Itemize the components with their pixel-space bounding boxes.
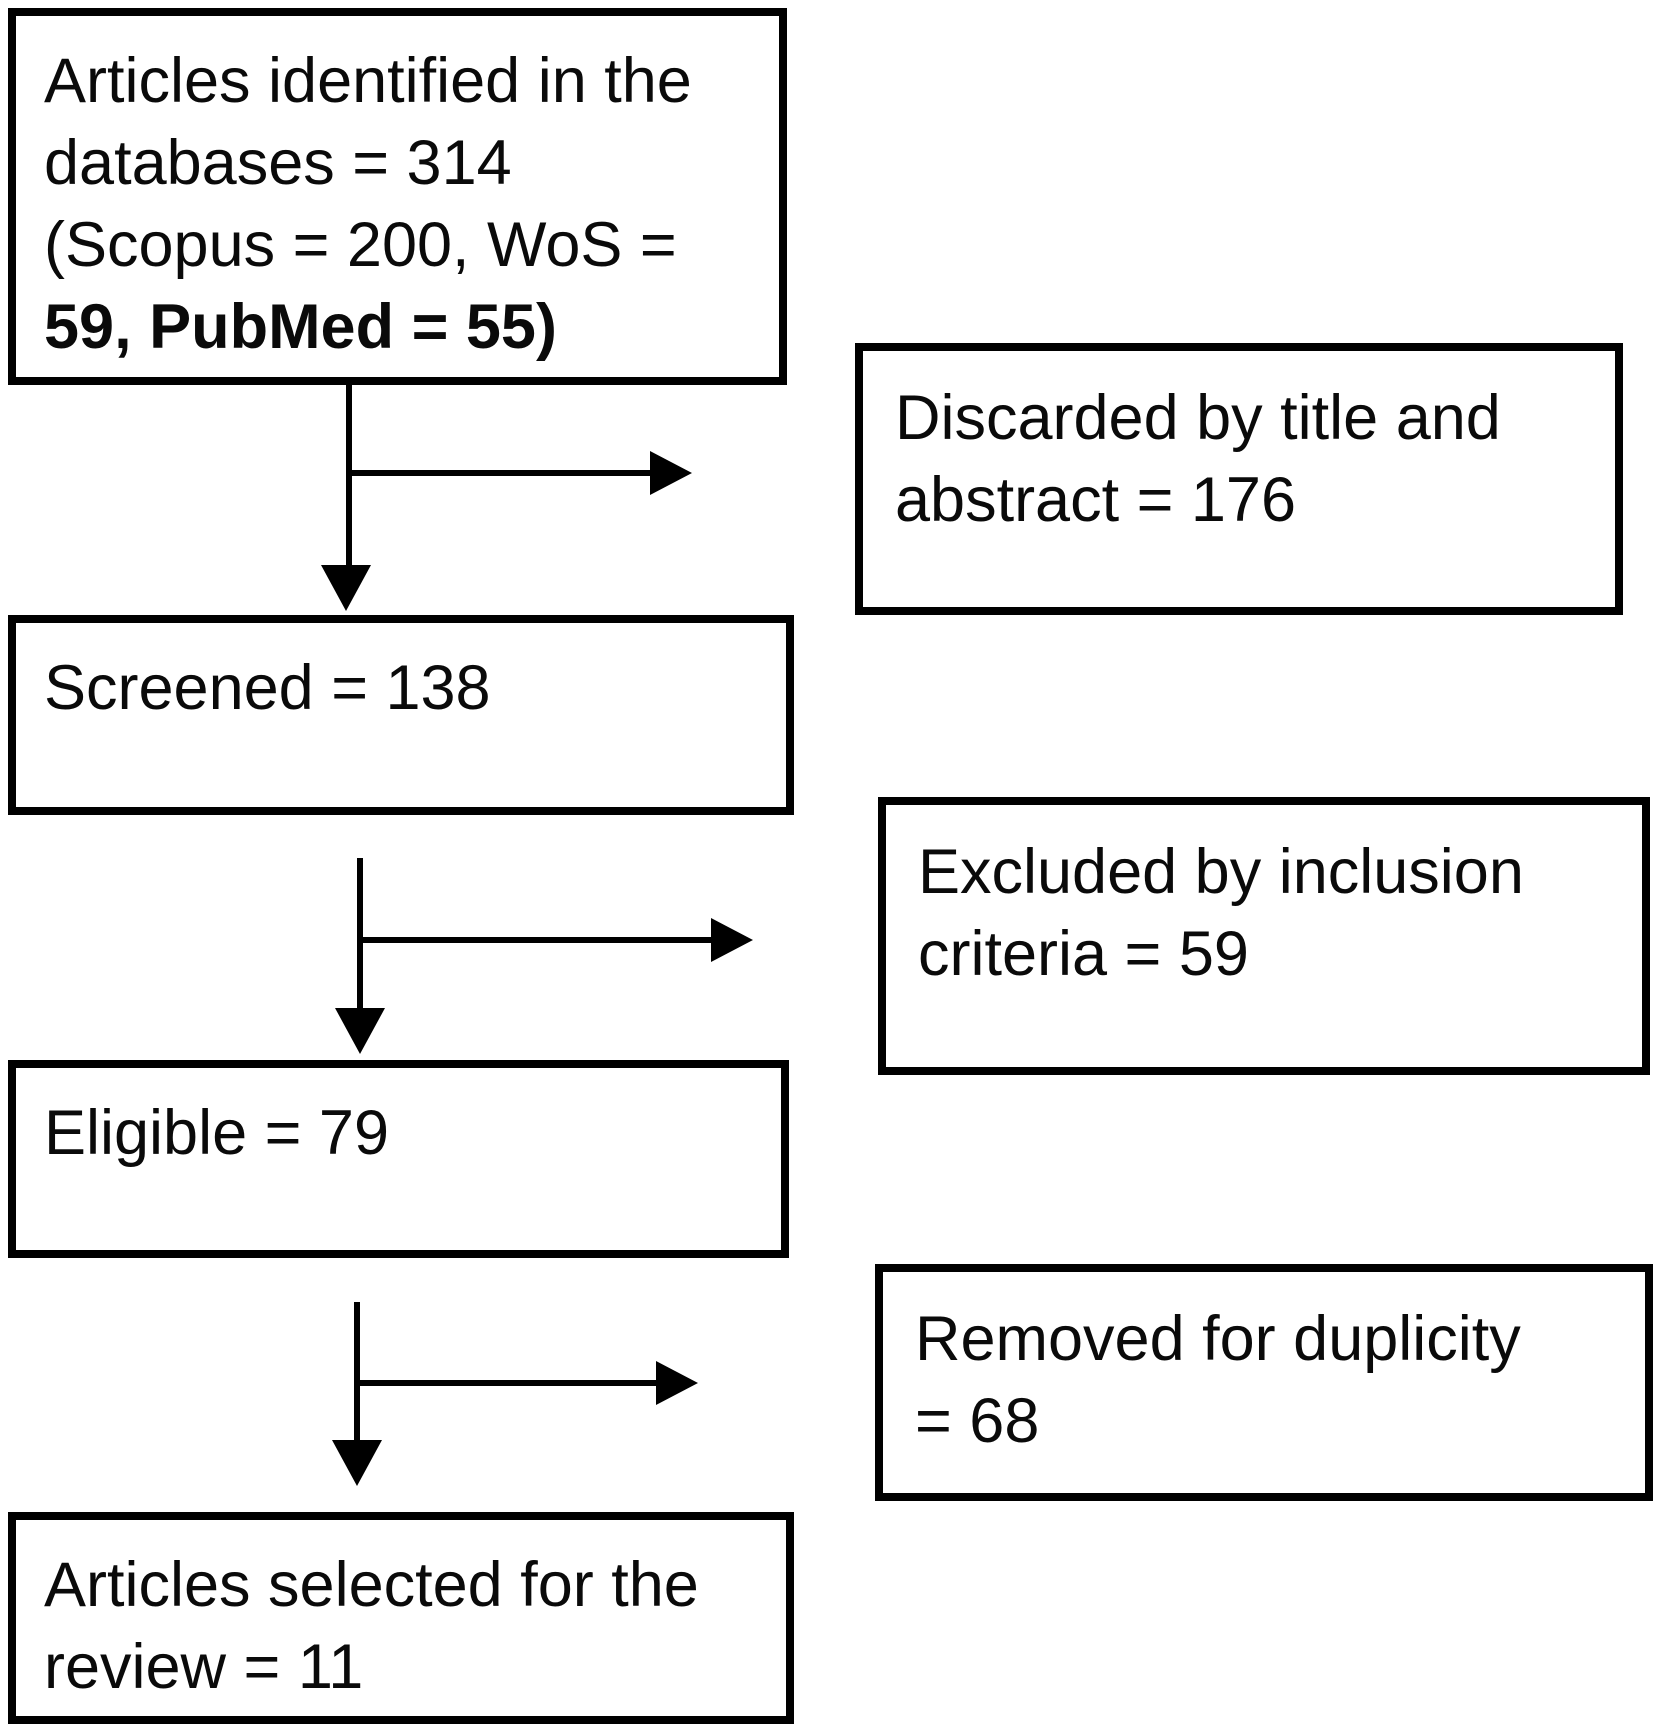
node-discarded-by-title-abstract: Discarded by title and abstract = 176 (855, 343, 1623, 615)
node-screened: Screened = 138 (8, 615, 794, 815)
arrowhead-right-to-excluded (711, 918, 753, 962)
arrowhead-down-identified-to-screened (321, 565, 371, 611)
arrowhead-down-screened-to-eligible (335, 1008, 385, 1054)
arrow-branch-to-removed (357, 1380, 657, 1386)
node-eligible: Eligible = 79 (8, 1060, 789, 1258)
node-articles-identified-line: (Scopus = 200, WoS = (44, 210, 677, 280)
arrow-branch-to-discarded (349, 470, 651, 476)
node-selected-line: review = 11 (44, 1632, 364, 1702)
arrowhead-right-to-removed (656, 1361, 698, 1405)
node-selected-line: Articles selected for the (44, 1550, 699, 1620)
node-excluded-by-inclusion-criteria: Excluded by inclusion criteria = 59 (878, 797, 1650, 1075)
node-removed-line: Removed for duplicity (915, 1304, 1521, 1374)
arrowhead-down-eligible-to-selected (332, 1440, 382, 1486)
node-discarded-line: Discarded by title and (895, 383, 1501, 453)
node-removed-for-duplicity: Removed for duplicity = 68 (875, 1264, 1653, 1501)
arrow-eligible-to-selected (354, 1302, 360, 1442)
node-articles-selected-for-review: Articles selected for the review = 11 (8, 1512, 794, 1724)
arrowhead-right-to-discarded (650, 451, 692, 495)
node-removed-line: = 68 (915, 1386, 1040, 1456)
node-articles-identified: Articles identified in the databases = 3… (8, 8, 787, 385)
arrow-screened-to-eligible (357, 858, 363, 1010)
node-articles-identified-line: Articles identified in the (44, 46, 692, 116)
node-eligible-line: Eligible = 79 (44, 1098, 389, 1168)
node-excluded-line: criteria = 59 (918, 919, 1249, 989)
arrow-identified-to-screened (346, 385, 352, 567)
arrow-branch-to-excluded (360, 937, 712, 943)
node-screened-line: Screened = 138 (44, 653, 491, 723)
node-discarded-line: abstract = 176 (895, 465, 1297, 535)
node-articles-identified-line: 59, PubMed = 55) (44, 292, 557, 362)
node-articles-identified-line: databases = 314 (44, 128, 512, 198)
node-excluded-line: Excluded by inclusion (918, 837, 1524, 907)
